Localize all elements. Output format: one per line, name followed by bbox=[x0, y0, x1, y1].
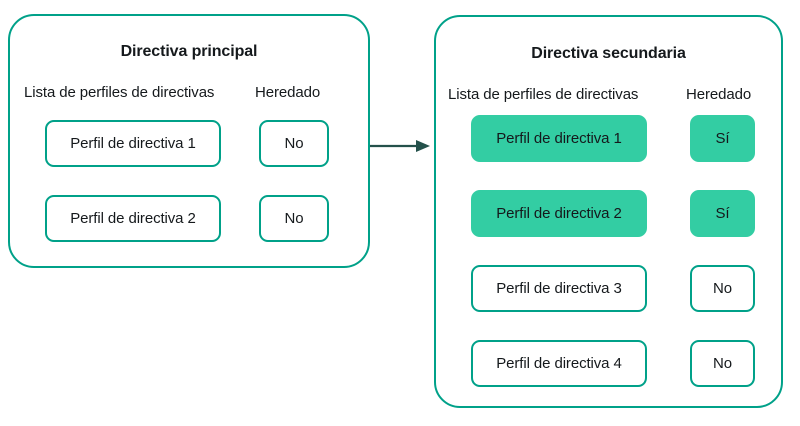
inherited-flag-chip[interactable]: No bbox=[259, 195, 329, 242]
policy-profile-chip[interactable]: Perfil de directiva 2 bbox=[45, 195, 221, 242]
policy-profile-chip[interactable]: Perfil de directiva 1 bbox=[45, 120, 221, 167]
table-row: Perfil de directiva 4 No bbox=[436, 340, 781, 387]
table-row: Perfil de directiva 1 No bbox=[10, 120, 368, 167]
panel-secondary-title: Directiva secundaria bbox=[531, 45, 686, 62]
table-row: Perfil de directiva 2 Sí bbox=[436, 190, 781, 237]
flow-arrow-icon bbox=[370, 140, 430, 152]
inherited-flag-chip[interactable]: Sí bbox=[690, 190, 755, 237]
column-header-inherited: Heredado bbox=[255, 84, 321, 101]
table-row: Perfil de directiva 3 No bbox=[436, 265, 781, 312]
inherited-flag-chip[interactable]: No bbox=[690, 265, 755, 312]
panel-primary-policy: Directiva principal Lista de perfiles de… bbox=[8, 14, 370, 268]
panel-primary-title: Directiva principal bbox=[120, 43, 258, 60]
inherited-flag-chip[interactable]: No bbox=[259, 120, 329, 167]
policy-profile-chip[interactable]: Perfil de directiva 1 bbox=[471, 115, 647, 162]
inherited-flag-chip[interactable]: Sí bbox=[690, 115, 755, 162]
policy-profile-chip[interactable]: Perfil de directiva 2 bbox=[471, 190, 647, 237]
policy-profile-chip[interactable]: Perfil de directiva 3 bbox=[471, 265, 647, 312]
table-row: Perfil de directiva 2 No bbox=[10, 195, 368, 242]
table-row: Perfil de directiva 1 Sí bbox=[436, 115, 781, 162]
column-header-inherited: Heredado bbox=[686, 86, 752, 103]
column-header-policy-profile-list: Lista de perfiles de directivas bbox=[24, 84, 215, 101]
policy-profile-chip[interactable]: Perfil de directiva 4 bbox=[471, 340, 647, 387]
inherited-flag-chip[interactable]: No bbox=[690, 340, 755, 387]
panel-secondary-policy: Directiva secundaria Lista de perfiles d… bbox=[434, 15, 783, 408]
column-header-policy-profile-list: Lista de perfiles de directivas bbox=[448, 86, 639, 103]
